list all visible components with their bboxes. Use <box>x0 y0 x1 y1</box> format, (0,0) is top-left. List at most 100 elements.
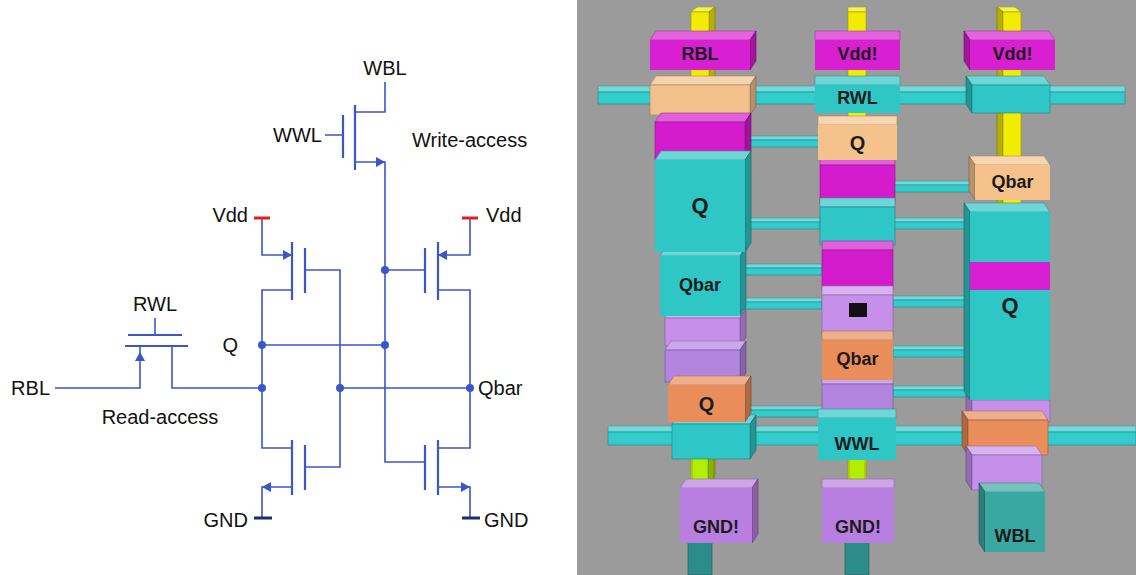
block-label: Vdd! <box>838 45 878 65</box>
layer-block <box>672 424 750 459</box>
via-hole <box>849 303 867 317</box>
block-top-face <box>650 31 756 40</box>
layer-block: RBL <box>650 40 750 70</box>
block-top-face <box>818 116 897 125</box>
interconnect-rod <box>745 410 822 417</box>
interconnect-rod <box>893 185 973 192</box>
block-top-face <box>822 331 893 340</box>
block-top-face <box>745 298 822 302</box>
transistor-arrow <box>135 157 470 492</box>
block-top-face <box>848 7 866 12</box>
block-top-face <box>893 346 971 350</box>
block-top-face <box>893 181 973 185</box>
sram-schematic <box>0 0 577 575</box>
layer-block: RWL <box>815 85 900 113</box>
block-label: GND! <box>835 518 881 538</box>
block-top-face <box>665 341 746 350</box>
signal-label: Vdd <box>212 204 248 227</box>
block-top-face <box>820 198 895 207</box>
block-label: WWL <box>835 435 880 455</box>
interconnect-rod <box>745 222 820 229</box>
block-side-face <box>966 76 972 113</box>
layer-block: GND! <box>680 488 752 543</box>
block-top-face <box>650 76 756 85</box>
contact-leg <box>845 540 869 575</box>
ground-rail <box>254 517 480 520</box>
block-top-face <box>966 446 1042 455</box>
transistor-gate <box>128 115 425 490</box>
block-top-face <box>655 151 751 160</box>
signal-label: RWL <box>133 293 177 316</box>
signal-label: Read-access <box>102 406 219 429</box>
junction-dot <box>336 384 344 392</box>
block-top-face <box>964 203 1050 212</box>
block-top-face <box>655 113 751 122</box>
block-side-face <box>740 247 746 316</box>
block-top-face <box>745 406 822 410</box>
block-top-face <box>822 241 893 250</box>
vdd-rail <box>254 217 478 220</box>
junction-dot <box>381 341 389 349</box>
signal-label: GND <box>484 509 528 532</box>
layer-block: GND! <box>822 488 894 543</box>
block-top-face <box>979 483 1045 492</box>
signal-label: WBL <box>363 57 406 80</box>
block-top-face <box>822 479 894 488</box>
render-background <box>577 0 1136 575</box>
block-label: Qbar <box>991 173 1033 193</box>
layer-block: Q <box>668 385 745 422</box>
block-top-face <box>745 264 822 268</box>
junction-dot <box>466 384 474 392</box>
interconnect-rod <box>893 222 971 229</box>
block-top-face <box>893 296 971 300</box>
layer-block <box>820 165 895 203</box>
block-label: WBL <box>995 527 1036 547</box>
block-top-face <box>893 218 971 222</box>
storage-node-wires <box>262 345 470 388</box>
layer-block: Vdd! <box>815 40 900 70</box>
block-label: Q <box>699 393 715 415</box>
signal-label: Q <box>222 334 238 357</box>
layer-block: Q <box>655 160 745 252</box>
layer-block: Q <box>970 212 1050 400</box>
interconnect-rod <box>893 300 971 307</box>
block-label: RBL <box>682 45 719 65</box>
layer-block <box>822 295 893 335</box>
block-top-face <box>680 479 758 488</box>
junction-dot <box>258 384 266 392</box>
layer-block: Q <box>818 125 897 160</box>
left-inverter-wires <box>262 218 340 518</box>
block-top-face <box>964 31 1055 40</box>
block-side-face <box>745 376 751 422</box>
block-label: GND! <box>693 518 739 538</box>
read-access-wires <box>55 318 262 388</box>
block-side-face <box>752 479 758 543</box>
block-label: Q <box>850 132 866 154</box>
block-side-face <box>750 415 756 459</box>
block-side-face <box>750 76 756 115</box>
block-top-face <box>966 76 1050 85</box>
block-top-face <box>815 76 900 85</box>
interconnect-rod <box>893 390 971 397</box>
layer-block: WBL <box>985 492 1045 552</box>
block-top-face <box>969 156 1050 165</box>
interconnect-rod <box>745 140 820 147</box>
block-top-face <box>815 31 900 40</box>
signal-label: Write-access <box>412 129 527 152</box>
signal-label: Vdd <box>486 204 522 227</box>
layer-block: Vdd! <box>970 40 1055 70</box>
junction-dot <box>381 266 389 274</box>
block-side-face <box>750 31 756 70</box>
layer-block: Qbar <box>822 340 893 380</box>
block-top-face <box>668 376 751 385</box>
block-top-face <box>745 218 820 222</box>
block-label: Qbar <box>679 276 721 296</box>
layer-block: Qbar <box>975 165 1050 200</box>
layer-block <box>820 207 895 245</box>
block-top-face <box>893 386 971 390</box>
contact-leg <box>688 540 712 575</box>
signal-label: Qbar <box>478 377 522 400</box>
layer-block: Qbar <box>660 256 740 316</box>
